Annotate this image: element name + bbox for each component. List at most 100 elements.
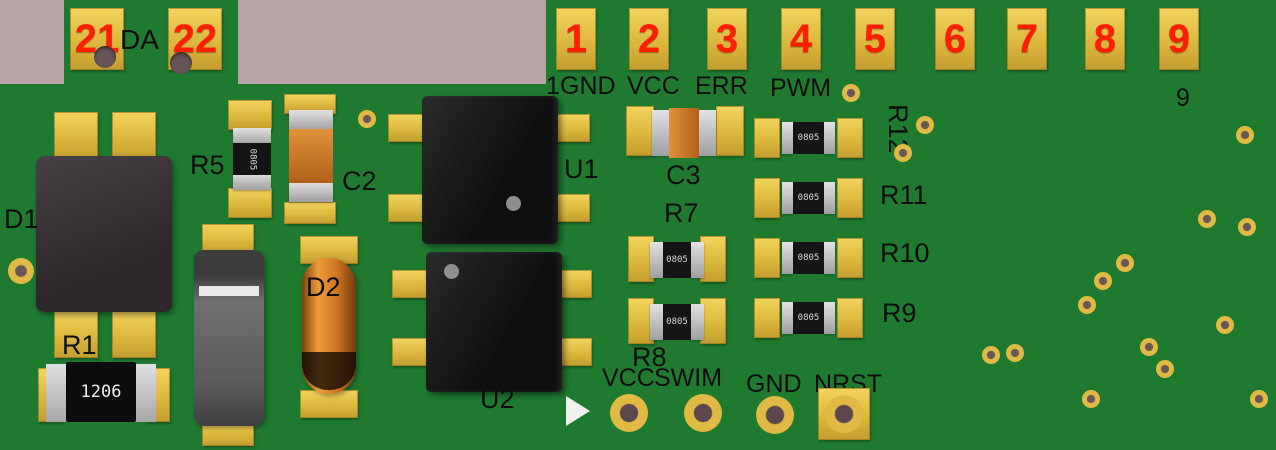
bank-pad xyxy=(754,118,780,158)
pad-number: 6 xyxy=(943,17,967,61)
silk-label-pwm: PWM xyxy=(770,74,832,102)
d1-component-body xyxy=(36,156,172,312)
r7-component-body: 0805 xyxy=(663,242,691,278)
via xyxy=(358,110,376,128)
designator-u1: U1 xyxy=(564,154,599,184)
r5-pad xyxy=(228,100,272,130)
via xyxy=(1094,272,1112,290)
u1-component-body xyxy=(422,96,558,244)
via xyxy=(1198,210,1216,228)
pad-number: 7 xyxy=(1015,17,1039,61)
bank-terminal xyxy=(824,122,835,154)
bank-chip-marking: 0805 xyxy=(797,192,820,203)
bank-terminal xyxy=(824,302,835,334)
r8-marking: 0805 xyxy=(666,316,688,327)
r7-terminal xyxy=(650,242,663,278)
top-pad-9: 9 xyxy=(1159,8,1199,70)
header-hole-swim xyxy=(684,394,722,432)
via xyxy=(894,144,912,162)
c2-pad xyxy=(284,202,336,224)
silk-label-gnd: GND xyxy=(560,72,616,100)
r7-pad xyxy=(628,236,654,282)
c3-terminal xyxy=(699,110,716,156)
via xyxy=(1140,338,1158,356)
d1-pad xyxy=(112,112,156,160)
gray-capacitor-stripe xyxy=(199,286,259,296)
d1-pad xyxy=(54,310,98,358)
designator-d2: D2 xyxy=(306,272,341,302)
bank-pad xyxy=(754,178,780,218)
r5-marking: 0805 xyxy=(247,148,258,170)
header-hole-vcc xyxy=(610,394,648,432)
header-label-gnd: GND xyxy=(746,370,802,398)
top-pad-3: 3 xyxy=(707,8,747,70)
bank-chip-body: 0805 xyxy=(793,242,824,274)
r8-pad xyxy=(628,298,654,344)
bank-chip-body: 0805 xyxy=(793,122,824,154)
via xyxy=(982,346,1000,364)
designator-c3: C3 xyxy=(666,160,701,190)
top-pad-7: 7 xyxy=(1007,8,1047,70)
tab-drill-hole xyxy=(94,46,116,68)
r1-marking: 1206 xyxy=(80,382,122,402)
bank-chip-marking: 0805 xyxy=(797,252,820,263)
r7-pad xyxy=(700,236,726,282)
top-pad-1: 1 xyxy=(556,8,596,70)
pad-number: 3 xyxy=(715,17,739,61)
r1-terminal xyxy=(134,364,156,422)
header-hole-gnd xyxy=(756,396,794,434)
designator-c2: C2 xyxy=(342,166,377,196)
d1-pad xyxy=(112,310,156,358)
gray-cap-pad xyxy=(202,224,254,254)
bank-pad xyxy=(837,118,863,158)
designator-r1: R1 xyxy=(62,330,97,360)
designator-r9: R9 xyxy=(882,298,917,328)
pad-number: 1 xyxy=(564,17,588,61)
bank-terminal xyxy=(782,302,793,334)
pad-number: 2 xyxy=(637,17,661,61)
designator-r7: R7 xyxy=(664,198,699,228)
top-pad-2: 2 xyxy=(629,8,669,70)
bank-chip-body: 0805 xyxy=(793,182,824,214)
bank-terminal xyxy=(782,182,793,214)
bank-pad xyxy=(837,178,863,218)
top-pad-8: 8 xyxy=(1085,8,1125,70)
silk-label-err: ERR xyxy=(695,72,748,100)
silk-label-da: DA xyxy=(120,24,159,55)
r7-terminal xyxy=(691,242,704,278)
pad-number: 8 xyxy=(1093,17,1117,61)
silk-pin9-marker: 9 xyxy=(1176,84,1190,112)
c2-terminal xyxy=(289,181,333,202)
top-pad-4: 4 xyxy=(781,8,821,70)
c3-component-body xyxy=(669,108,699,158)
r8-terminal xyxy=(650,304,663,340)
tab-drill-hole xyxy=(170,52,192,74)
header-label-swim: SWIM xyxy=(654,364,723,392)
via xyxy=(1236,126,1254,144)
via xyxy=(1006,344,1024,362)
via xyxy=(1082,390,1100,408)
via xyxy=(842,84,860,102)
silk-pin1-marker: 1 xyxy=(546,72,560,100)
bank-chip-body: 0805 xyxy=(793,302,824,334)
designator-u2: U2 xyxy=(480,384,515,414)
via xyxy=(1116,254,1134,272)
bank-terminal xyxy=(824,242,835,274)
bank-pad xyxy=(837,238,863,278)
silk-label-vcc: VCC xyxy=(627,72,680,100)
pad-number: 9 xyxy=(1167,17,1191,61)
pad-number: 4 xyxy=(789,17,813,61)
designator-d1: D1 xyxy=(4,204,39,234)
via xyxy=(1216,316,1234,334)
c3-pad xyxy=(626,106,654,156)
top-pad-6: 6 xyxy=(935,8,975,70)
r5-terminal xyxy=(233,128,271,145)
via xyxy=(1238,218,1256,236)
c2-terminal xyxy=(289,110,333,131)
designator-r11: R11 xyxy=(880,180,928,210)
designator-r5: R5 xyxy=(190,150,225,180)
d2-pad xyxy=(300,390,358,418)
designator-r10: R10 xyxy=(880,238,930,268)
c2-component-body xyxy=(289,129,333,183)
